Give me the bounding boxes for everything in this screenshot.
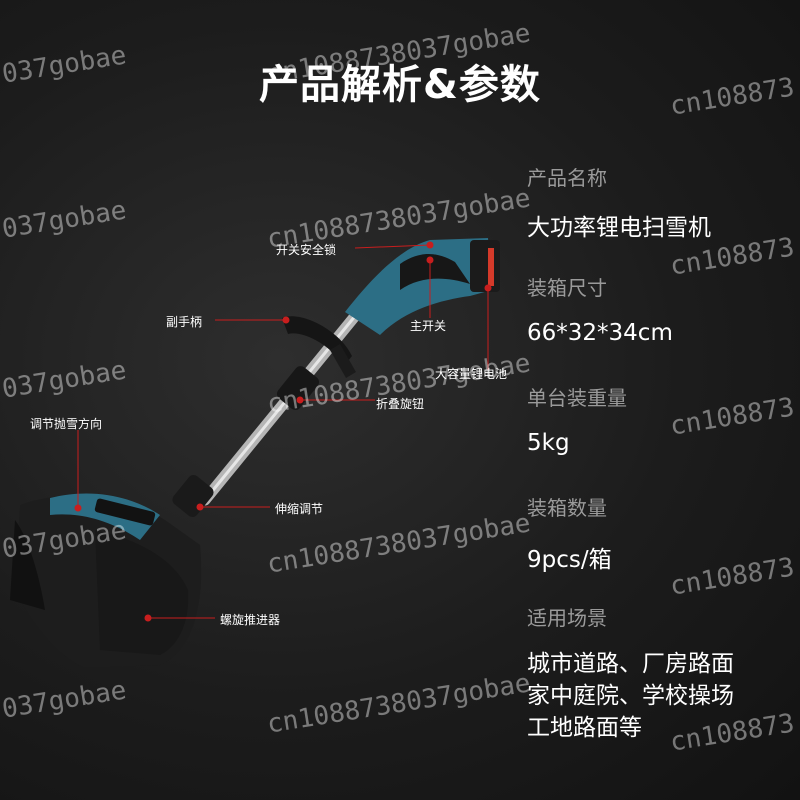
scenario-line: 工地路面等 [527, 715, 642, 741]
scenario-line: 城市道路、厂房路面 [527, 651, 734, 677]
callout-aux-handle: 副手柄 [166, 315, 203, 329]
spec-value-box-size: 66*32*34cm [527, 320, 673, 346]
callout-main-switch: 主开关 [410, 319, 447, 333]
spec-label-scenarios: 适用场景 [527, 606, 607, 630]
callout-auger: 螺旋推进器 [220, 613, 281, 627]
spec-value-weight: 5kg [527, 430, 570, 456]
callout-safety-switch: 开关安全锁 [276, 243, 337, 257]
callout-lines [74, 241, 492, 622]
spec-label-box-size: 装箱尺寸 [527, 276, 607, 300]
callout-battery: 大容量锂电池 [435, 367, 508, 381]
callout-chute-direction: 调节抛雪方向 [30, 417, 103, 431]
handle-body [345, 238, 492, 335]
scenario-line: 家中庭院、学校操场 [527, 683, 734, 709]
spec-label-quantity: 装箱数量 [527, 496, 607, 520]
spec-value-quantity: 9pcs/箱 [527, 547, 612, 573]
battery-pack [470, 240, 500, 292]
spec-value-scenarios: 城市道路、厂房路面 家中庭院、学校操场 工地路面等 [527, 648, 734, 744]
page-title: 产品解析&参数 [259, 62, 541, 108]
fold-knob [276, 366, 320, 410]
spec-label-weight: 单台装重量 [527, 386, 627, 410]
telescopic-clamp [172, 475, 214, 517]
callout-fold-knob: 折叠旋钮 [376, 397, 425, 411]
callout-telescopic: 伸缩调节 [275, 502, 324, 516]
spec-label-name: 产品名称 [527, 166, 607, 190]
spec-value-name: 大功率锂电扫雪机 [527, 215, 711, 241]
